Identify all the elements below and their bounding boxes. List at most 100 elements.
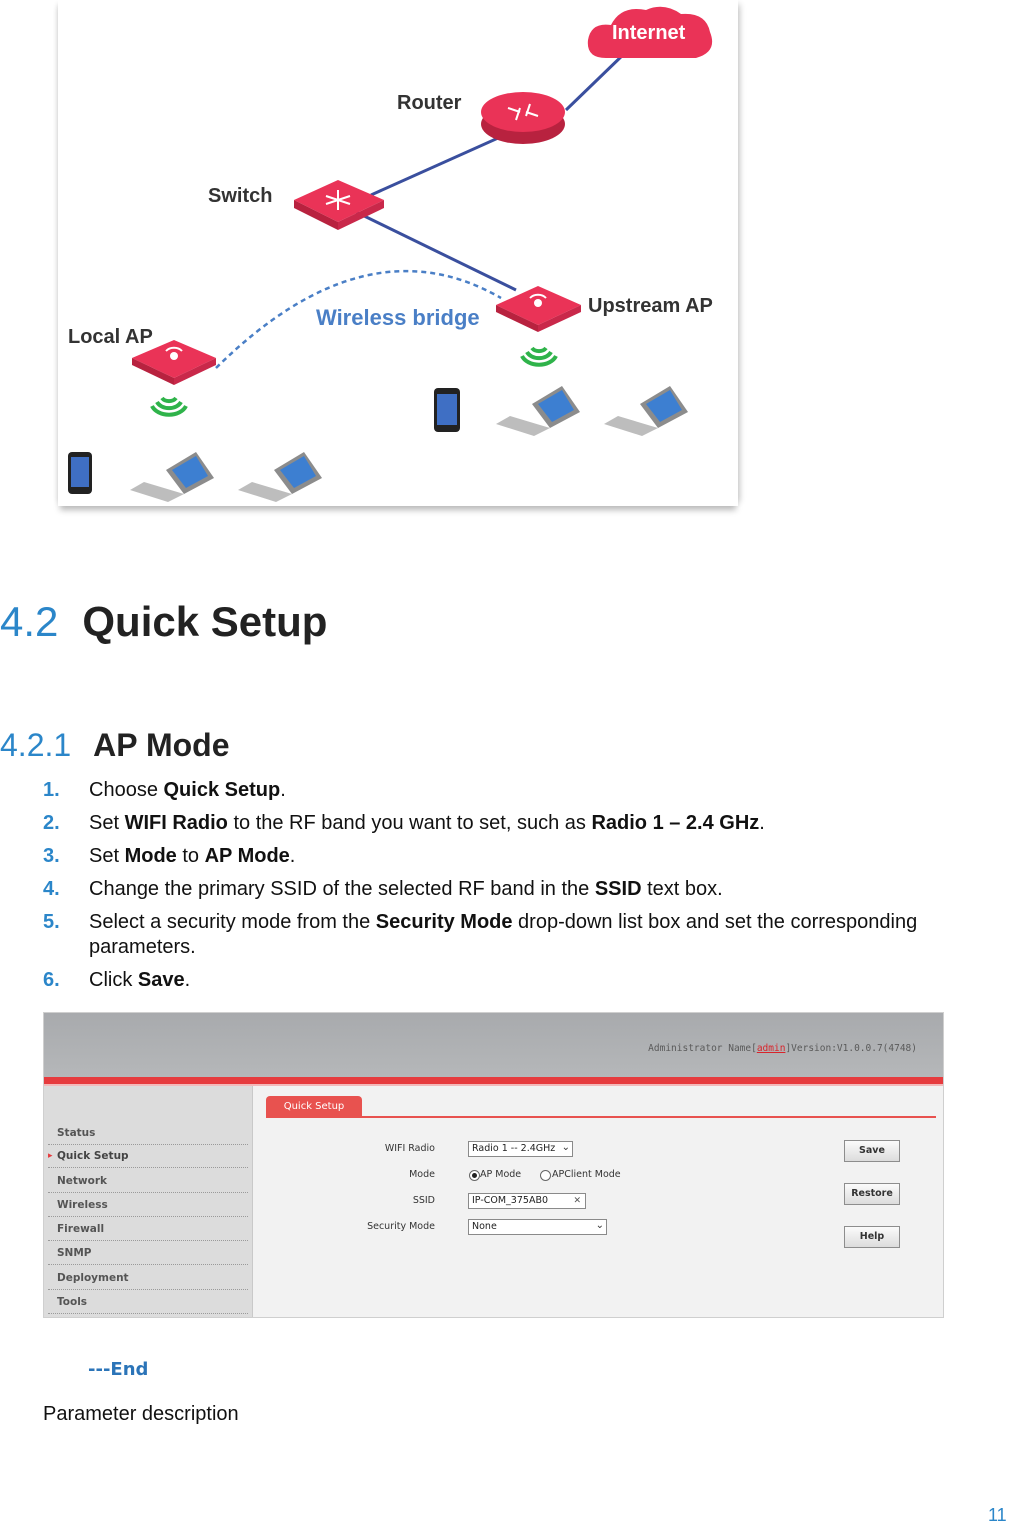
sidebar-item-snmp[interactable]: SNMP: [48, 1242, 248, 1265]
internet-label: Internet: [612, 22, 686, 44]
internet-cloud-icon: [587, 6, 713, 59]
step-text: drop-down list box and set the correspon…: [89, 911, 918, 958]
subsection-heading: 4.2.1 AP Mode: [0, 727, 229, 764]
ui-main-panel: Quick Setup WIFI Radio Radio 1 -- 2.4GHz…: [253, 1086, 943, 1317]
step-text: text box.: [641, 878, 723, 900]
step-item: 2. Set WIFI Radio to the RF band you want…: [43, 811, 1003, 836]
admin-info: Administrator Name[admin]Version:V1.0.0.…: [648, 1043, 917, 1054]
step-text: .: [184, 969, 191, 991]
wifi-radio-label: WIFI Radio: [384, 1143, 435, 1154]
step-text: to: [176, 845, 205, 867]
subsection-number: 4.2.1: [0, 727, 72, 763]
step-text: .: [759, 812, 765, 834]
arrow-right-icon: ▸: [48, 1151, 53, 1161]
step-item: 4. Change the primary SSID of the selecte…: [43, 877, 1003, 902]
mode-label: Mode: [409, 1169, 435, 1180]
tab-underline: [266, 1116, 936, 1118]
wifi-radio-select[interactable]: Radio 1 -- 2.4GHz ⌄: [468, 1141, 573, 1157]
tab-quick-setup[interactable]: Quick Setup: [266, 1096, 362, 1117]
step-bold: WIFI Radio: [124, 812, 228, 834]
section-number: 4.2: [0, 598, 59, 645]
security-mode-value: None: [472, 1221, 497, 1232]
step-bold: Quick Setup: [163, 779, 281, 801]
laptop-icon-1: [130, 452, 214, 502]
step-bold: Security Mode: [375, 911, 513, 933]
ap-mode-label: AP Mode: [480, 1169, 522, 1180]
step-text: Change the primary SSID of the selected …: [89, 878, 595, 900]
wifi-icon-upstream: [520, 346, 558, 367]
sidebar-item-network[interactable]: Network: [48, 1170, 248, 1193]
ssid-label: SSID: [412, 1195, 435, 1206]
wifi-radio-value: Radio 1 -- 2.4GHz: [472, 1143, 556, 1154]
router-icon: [481, 92, 565, 144]
restore-button[interactable]: Restore: [844, 1183, 900, 1205]
step-text: Set: [89, 812, 125, 834]
upstream-ap-label: Upstream AP: [588, 295, 713, 317]
ssid-value: IP-COM_375AB0: [472, 1195, 548, 1206]
section-title: Quick Setup: [82, 598, 328, 645]
ui-accent-bar: [44, 1077, 943, 1086]
local-ap-icon: [132, 340, 216, 385]
step-text: Click: [89, 969, 138, 991]
admin-user-link[interactable]: admin: [756, 1043, 786, 1054]
subsection-title: AP Mode: [93, 727, 230, 763]
steps-list: 1. Choose Quick Setup. 2. Set WIFI Radio t…: [43, 778, 1003, 1001]
sidebar-item-quick-setup[interactable]: ▸ Quick Setup: [48, 1145, 248, 1168]
help-button[interactable]: Help: [844, 1226, 900, 1248]
step-bold: Save: [137, 969, 185, 991]
step-text: Select a security mode from the: [89, 911, 376, 933]
step-text: .: [280, 779, 286, 801]
sidebar-item-label: Quick Setup: [57, 1150, 129, 1162]
apclient-mode-label: APClient Mode: [552, 1169, 621, 1180]
local-ap-label: Local AP: [68, 326, 153, 348]
step-number: 4.: [43, 878, 60, 900]
step-item: 6. Click Save.: [43, 968, 1003, 993]
step-number: 3.: [43, 845, 60, 867]
ui-header: Administrator Name[admin]Version:V1.0.0.…: [44, 1013, 943, 1077]
section-heading: 4.2 Quick Setup: [0, 598, 327, 646]
laptop-icon-4: [604, 386, 688, 436]
close-icon[interactable]: ✕: [573, 1196, 581, 1206]
step-text: Set: [89, 845, 125, 867]
laptop-icon-3: [496, 386, 580, 436]
step-number: 6.: [43, 969, 60, 991]
save-button[interactable]: Save: [844, 1140, 900, 1162]
network-diagram: Internet Router Switch Upstream AP Local…: [46, 0, 746, 522]
parameter-description-heading: Parameter description: [43, 1403, 239, 1425]
step-text: to the RF band you want to set, such as: [227, 812, 592, 834]
link-switch-upstream: [355, 210, 517, 292]
sidebar-item-deployment[interactable]: Deployment: [48, 1267, 248, 1290]
step-item: 5. Select a security mode from the Securi…: [43, 910, 1003, 960]
step-bold: AP Mode: [204, 845, 290, 867]
end-marker: ---End: [88, 1359, 149, 1380]
laptop-icon-2: [238, 452, 322, 502]
link-router-switch: [370, 128, 517, 197]
apclient-mode-radio[interactable]: [540, 1170, 551, 1181]
chevron-down-icon: ⌄: [595, 1220, 604, 1231]
step-text: .: [289, 845, 296, 867]
sidebar-item-firewall[interactable]: Firewall: [48, 1218, 248, 1241]
switch-label: Switch: [208, 185, 273, 207]
step-number: 2.: [43, 812, 60, 834]
phone-icon-2: [434, 388, 460, 432]
ui-sidebar: Status ▸ Quick Setup Network Wireless Fir…: [44, 1086, 253, 1317]
link-internet-router: [564, 50, 628, 112]
ap-mode-radio[interactable]: [469, 1170, 480, 1181]
admin-prefix: Administrator Name[: [648, 1043, 757, 1054]
switch-icon: [294, 180, 384, 230]
step-number: 5.: [43, 911, 60, 933]
chevron-down-icon: ⌄: [561, 1142, 570, 1153]
step-text: Choose: [89, 779, 164, 801]
sidebar-item-status[interactable]: Status: [48, 1122, 248, 1145]
step-bold: Mode: [124, 845, 177, 867]
upstream-ap-icon: [496, 286, 581, 332]
version-info: ]Version:V1.0.0.7(4748): [785, 1043, 917, 1054]
ssid-input[interactable]: IP-COM_375AB0 ✕: [468, 1193, 586, 1209]
sidebar-item-tools[interactable]: Tools: [48, 1291, 248, 1314]
security-mode-select[interactable]: None ⌄: [468, 1219, 607, 1235]
diagram-svg: [68, 6, 713, 502]
step-number: 1.: [43, 779, 60, 801]
phone-icon-1: [68, 452, 92, 494]
wireless-bridge-label: Wireless bridge: [316, 305, 480, 330]
sidebar-item-wireless[interactable]: Wireless: [48, 1194, 248, 1217]
